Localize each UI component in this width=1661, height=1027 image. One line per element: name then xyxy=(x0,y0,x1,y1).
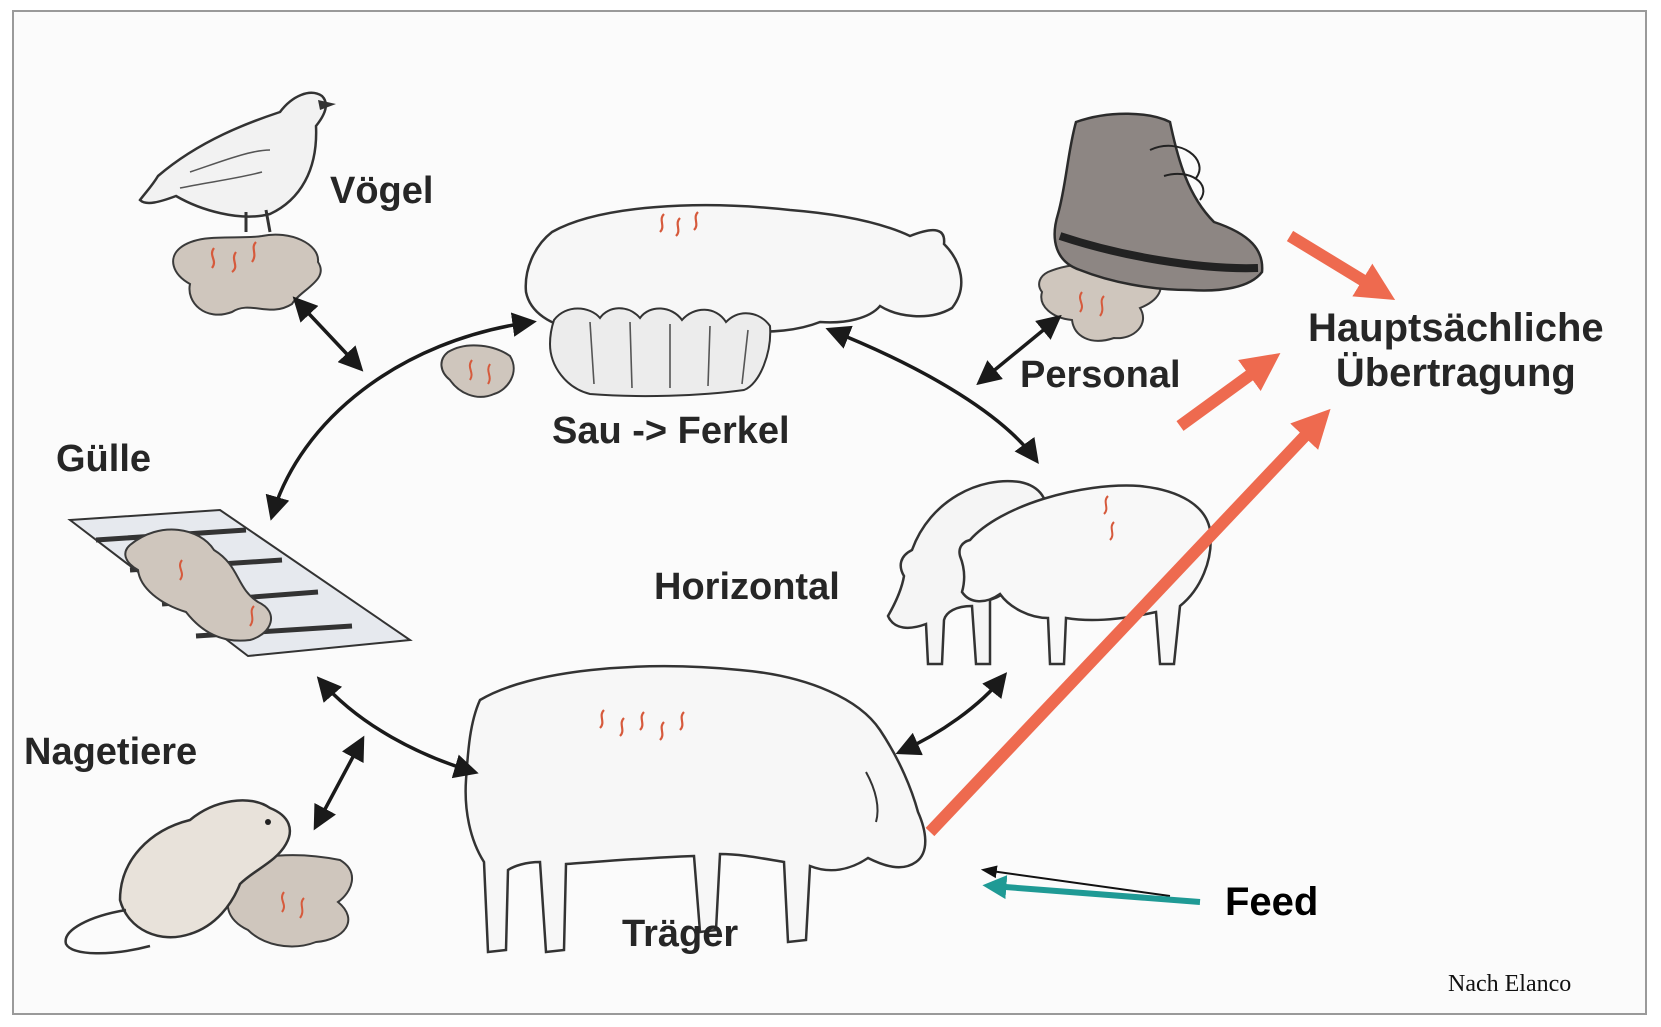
arrow-rat-cycle xyxy=(316,740,362,826)
label-nagetiere: Nagetiere xyxy=(24,733,197,771)
pigs-horizontal-illustration xyxy=(888,481,1211,664)
sow-with-piglets-illustration xyxy=(441,205,961,397)
arrow-sow-to-horizontal xyxy=(830,330,1036,460)
arrow-bird-cycle xyxy=(296,300,360,368)
label-main-transmission-line1: Hauptsächliche xyxy=(1308,306,1604,351)
feed-arrows xyxy=(984,870,1200,902)
arrow-horizontal-to-carrier xyxy=(900,676,1004,752)
source-credit: Nach Elanco xyxy=(1448,972,1571,996)
arrow-guelle-to-carrier xyxy=(320,680,474,772)
feed-arrow-teal xyxy=(992,886,1200,902)
red-arrow-boot xyxy=(1290,236,1382,292)
label-voegel: Vögel xyxy=(330,172,433,210)
label-personal: Personal xyxy=(1020,356,1181,394)
label-main-transmission: Hauptsächliche Übertragung xyxy=(1308,306,1604,396)
label-main-transmission-line2: Übertragung xyxy=(1308,351,1604,396)
bird-illustration xyxy=(140,93,336,315)
carrier-pig-illustration xyxy=(466,666,926,952)
carrier-pig-body xyxy=(466,666,926,952)
label-traeger: Träger xyxy=(622,915,738,953)
label-horizontal: Horizontal xyxy=(654,568,840,606)
boot-illustration xyxy=(1039,114,1262,341)
dung-patch-sow xyxy=(441,345,513,397)
label-guelle: Gülle xyxy=(56,440,151,478)
rat-illustration xyxy=(66,800,352,953)
label-feed: Feed xyxy=(1225,882,1318,922)
red-arrow-personal xyxy=(1180,362,1268,426)
bird-body xyxy=(140,93,326,217)
slatted-floor-illustration xyxy=(70,510,410,656)
piglets xyxy=(550,308,770,396)
label-sau-ferkel: Sau -> Ferkel xyxy=(552,412,790,450)
